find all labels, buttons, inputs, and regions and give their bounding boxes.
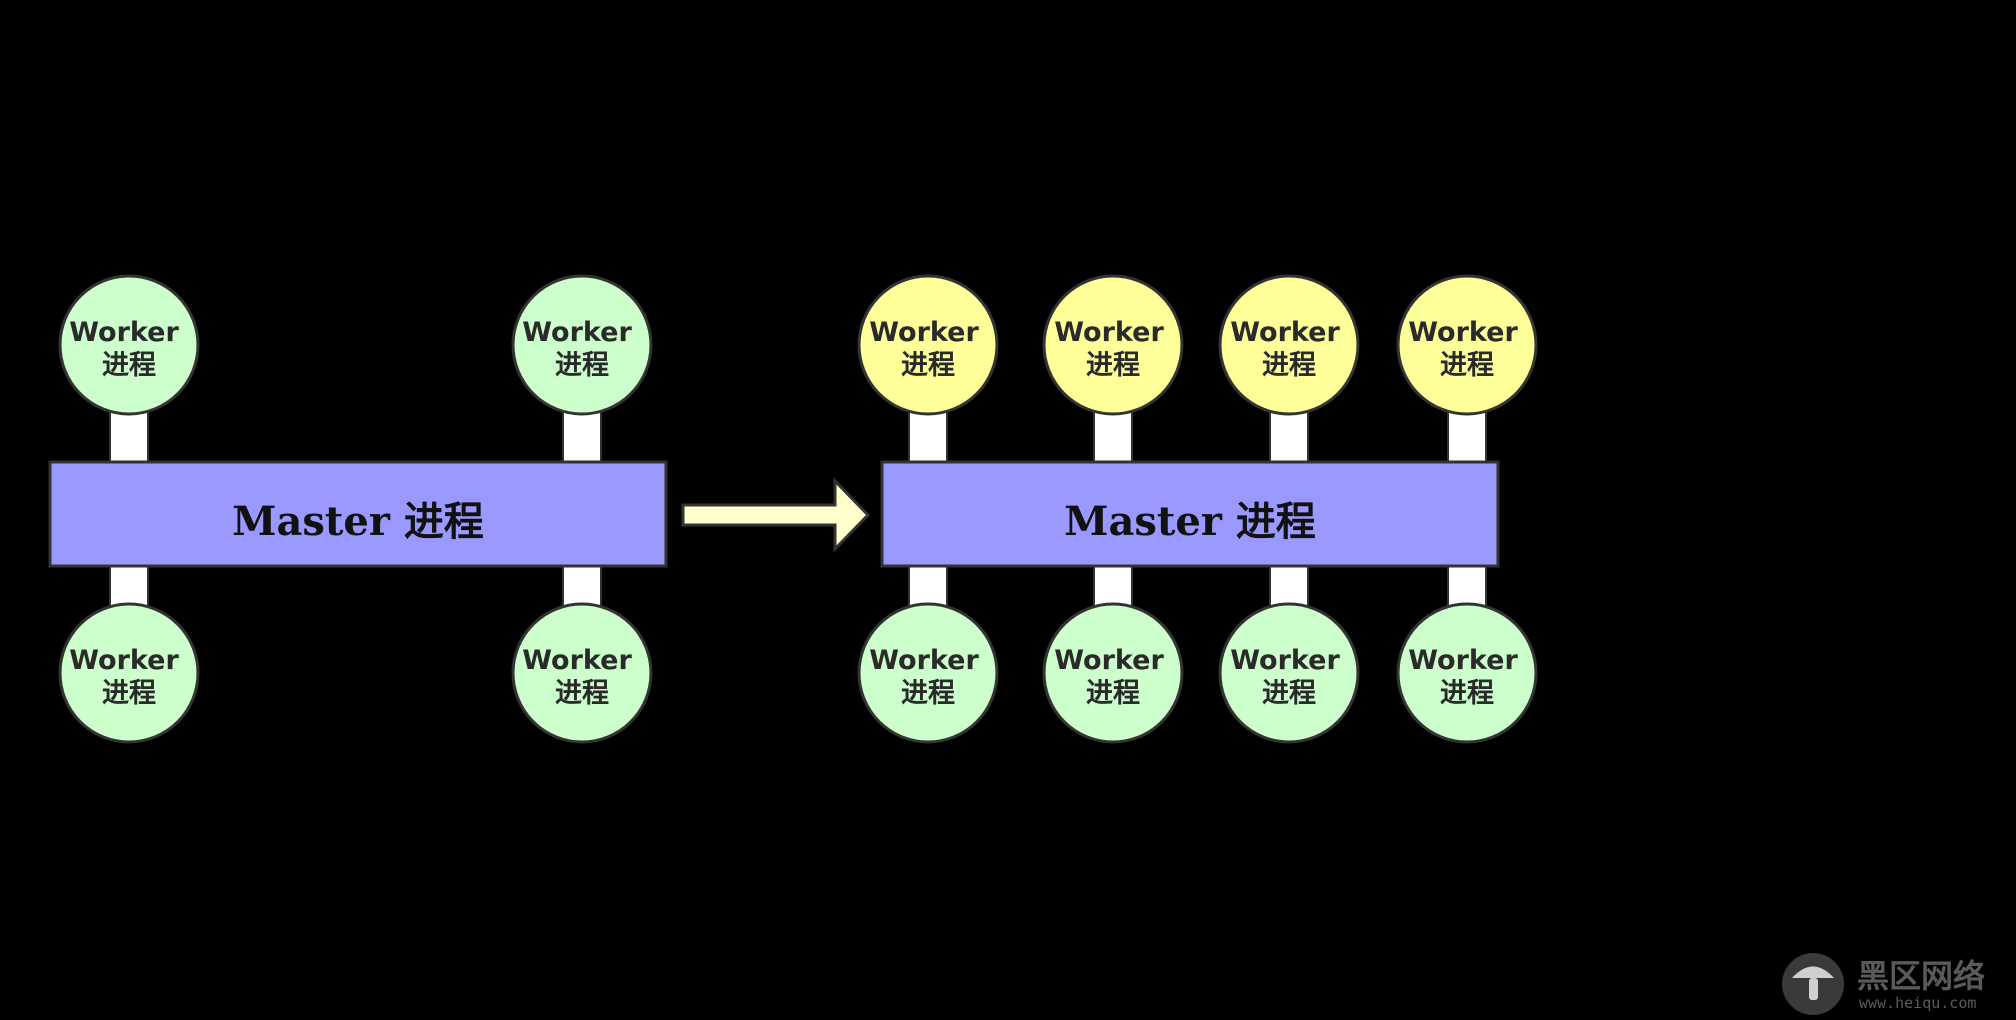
worker-label-line1: Worker (1408, 645, 1518, 676)
connector (1269, 565, 1309, 609)
worker-label-line2: 进程 (1086, 350, 1140, 381)
worker-process-node: Worker 进程 (511, 274, 653, 416)
connector (109, 409, 149, 463)
worker-label-line1: Worker (1054, 317, 1164, 348)
connector (1447, 409, 1487, 463)
new-worker-process-node: Worker 进程 (1042, 274, 1184, 416)
worker-process-node: Worker 进程 (1396, 602, 1538, 744)
worker-label-line1: Worker (1408, 317, 1518, 348)
worker-label-line2: 进程 (901, 678, 955, 709)
new-worker-process-node: Worker 进程 (1396, 274, 1538, 416)
master-process-box (880, 460, 1500, 568)
connector (562, 409, 602, 463)
worker-process-node: Worker 进程 (1218, 602, 1360, 744)
worker-process-node: Worker 进程 (58, 602, 200, 744)
connector (109, 565, 149, 609)
connector (1093, 409, 1133, 463)
worker-label-line1: Worker (869, 317, 979, 348)
connector (562, 565, 602, 609)
worker-process-node: Worker 进程 (1042, 602, 1184, 744)
worker-label-line1: Worker (1230, 317, 1340, 348)
worker-label-line2: 进程 (555, 350, 609, 381)
mushroom-logo-icon (1782, 953, 1844, 1015)
worker-process-node: Worker 进程 (511, 602, 653, 744)
worker-label-line1: Worker (869, 645, 979, 676)
connector (1447, 565, 1487, 609)
new-worker-process-node: Worker 进程 (857, 274, 999, 416)
right-cluster: Master 进程 Worker 进程 Worker 进程 Worker 进程 … (857, 274, 1538, 744)
worker-label-line1: Worker (69, 645, 179, 676)
worker-label-line2: 进程 (555, 678, 609, 709)
worker-label-line2: 进程 (1262, 678, 1316, 709)
transition-arrow-icon (681, 477, 871, 553)
worker-label-line2: 进程 (1262, 350, 1316, 381)
left-cluster: Master 进程 Worker 进程 Worker 进程 Worker 进程 … (48, 274, 668, 744)
worker-label-line1: Worker (522, 645, 632, 676)
new-worker-process-node: Worker 进程 (1218, 274, 1360, 416)
worker-label-line1: Worker (1230, 645, 1340, 676)
watermark-title: 黑区网络 (1857, 957, 1985, 995)
worker-label-line2: 进程 (1440, 350, 1494, 381)
connector (908, 565, 948, 609)
worker-label-line2: 进程 (102, 678, 156, 709)
worker-label-line1: Worker (69, 317, 179, 348)
watermark-url: www.heiqu.com (1859, 994, 1976, 1012)
worker-label-line2: 进程 (1440, 678, 1494, 709)
connector (1269, 409, 1309, 463)
worker-label-line2: 进程 (901, 350, 955, 381)
worker-label-line1: Worker (1054, 645, 1164, 676)
worker-process-node: Worker 进程 (58, 274, 200, 416)
watermark: 黑区网络 www.heiqu.com (1782, 953, 1985, 1015)
connector (1093, 565, 1133, 609)
worker-label-line1: Worker (522, 317, 632, 348)
master-process-box (48, 460, 668, 568)
connector (908, 409, 948, 463)
worker-label-line2: 进程 (102, 350, 156, 381)
worker-process-node: Worker 进程 (857, 602, 999, 744)
master-process-label: Master 进程 (1064, 498, 1316, 545)
master-process-label: Master 进程 (232, 498, 484, 545)
worker-label-line2: 进程 (1086, 678, 1140, 709)
